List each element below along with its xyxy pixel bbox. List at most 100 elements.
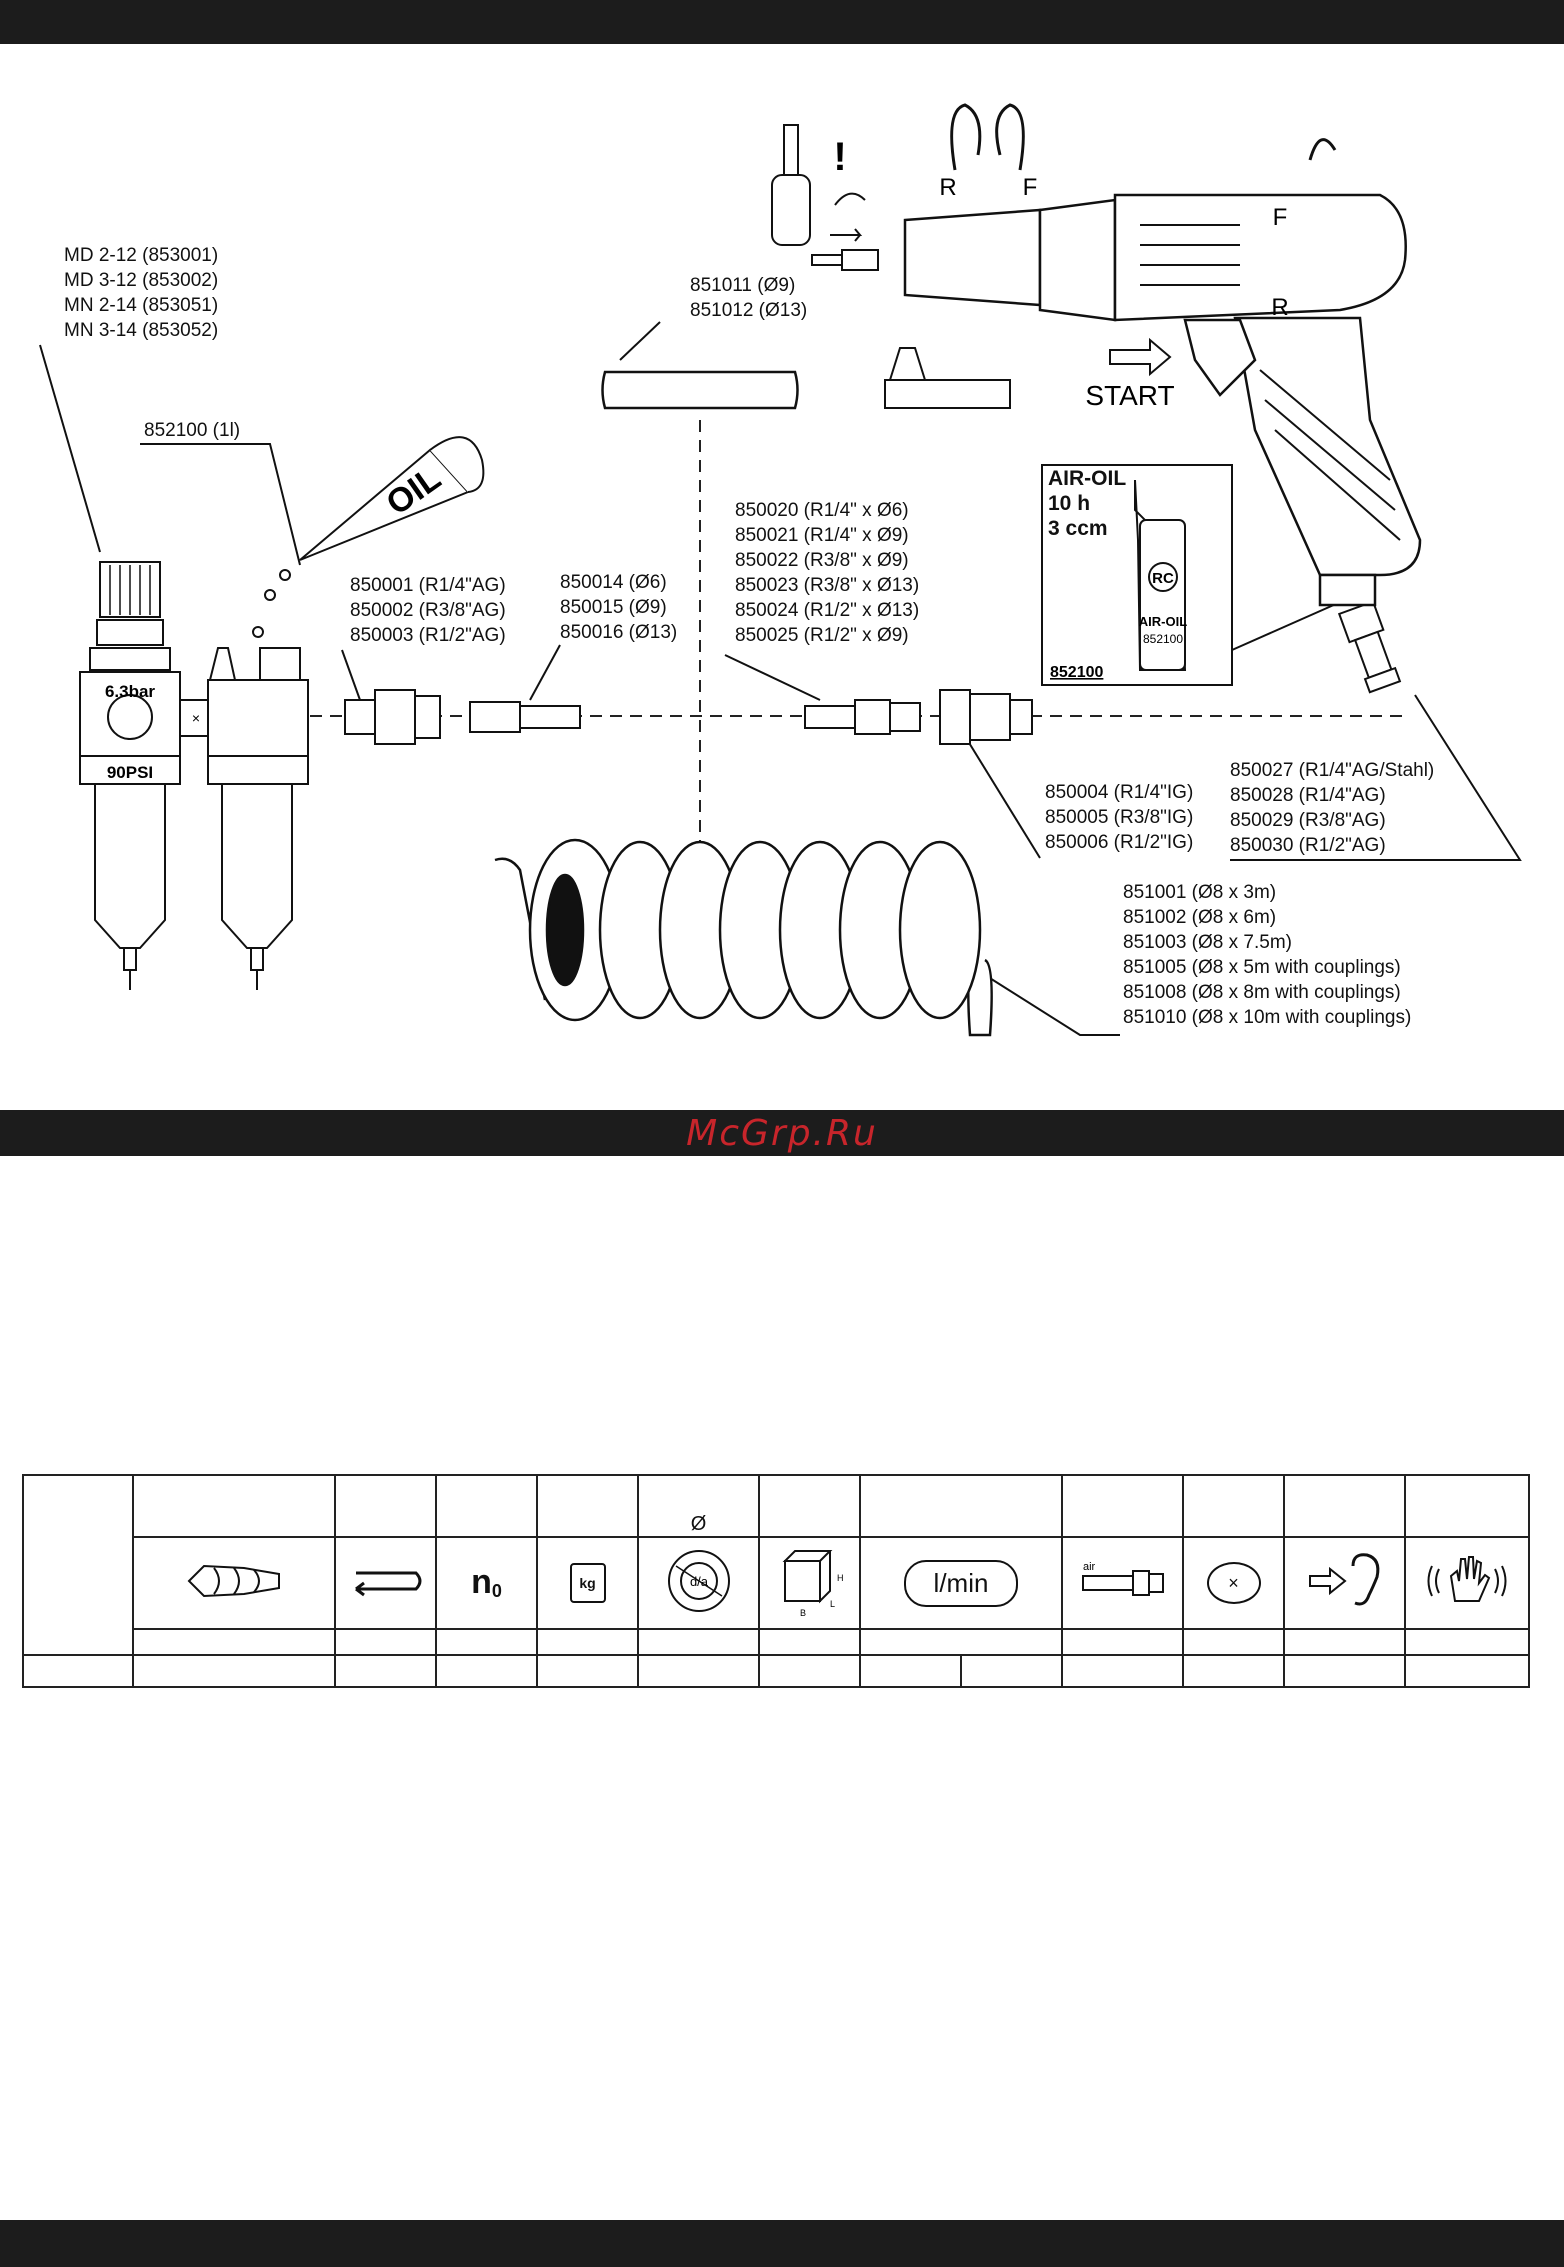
oil-can bbox=[252, 436, 485, 638]
flow-unit: l/min bbox=[933, 1567, 989, 1598]
coupler-ig-label: 850004 (R1/4"IG) bbox=[1045, 782, 1194, 803]
hose-nipple-label: 850016 (Ø13) bbox=[560, 622, 678, 643]
box-l-label: L bbox=[830, 1599, 835, 1609]
bottle-logo: RC bbox=[1152, 570, 1174, 587]
data-cell bbox=[536, 1654, 639, 1688]
plug-label: 850028 (R1/4"AG) bbox=[1230, 785, 1386, 806]
weight-icon: kg bbox=[569, 1563, 606, 1603]
coupler-ag bbox=[344, 689, 441, 745]
leader-sleeve bbox=[619, 321, 661, 361]
data-cell bbox=[435, 1654, 538, 1688]
hose-sleeve bbox=[601, 370, 799, 410]
air-label: air bbox=[1083, 1561, 1096, 1573]
weight-unit: kg bbox=[579, 1575, 596, 1591]
switch-r-label: R bbox=[1271, 294, 1288, 321]
regulator-label: MN 3-14 (853052) bbox=[64, 320, 219, 341]
coupler-ag-label: 850002 (R3/8"AG) bbox=[350, 600, 506, 621]
air-consumption-icon: l/min bbox=[903, 1559, 1019, 1607]
diameter-symbol: Ø bbox=[690, 1513, 707, 1535]
data-cell bbox=[859, 1654, 962, 1688]
gauge-bottom-label: 90PSI bbox=[107, 763, 153, 782]
x-mark: × bbox=[1228, 1573, 1239, 1593]
coupler-ag-label-group: 850001 (R1/4"AG) 850002 (R3/8"AG) 850003… bbox=[350, 573, 506, 648]
speed-symbol: n bbox=[471, 1563, 492, 1602]
nipple-thread-label-group: 850020 (R1/4" x Ø6) 850021 (R1/4" x Ø9) … bbox=[735, 498, 919, 648]
air-oil-title: AIR-OIL bbox=[1048, 467, 1127, 490]
vibration-icon-cell bbox=[1404, 1536, 1530, 1630]
nipple-thread-label: 850020 (R1/4" x Ø6) bbox=[735, 500, 909, 521]
data-cell bbox=[1283, 1654, 1406, 1688]
oil-label-group: 852100 (1l) bbox=[144, 418, 240, 443]
air-consumption-icon-cell: l/min bbox=[859, 1536, 1063, 1630]
gauge-top-label: 6.3bar bbox=[105, 682, 155, 701]
bottle-label: AIR-OIL bbox=[1139, 614, 1187, 629]
header-cell bbox=[758, 1474, 861, 1538]
package-size-icon: H L B bbox=[782, 1549, 844, 1618]
regulator-unit bbox=[79, 561, 309, 990]
coupler-ig-label: 850005 (R3/8"IG) bbox=[1045, 807, 1194, 828]
start-arrow bbox=[1109, 337, 1172, 377]
oil-label: 852100 (1l) bbox=[144, 420, 241, 441]
sleeve-label: 851011 (Ø9) bbox=[690, 275, 796, 296]
leader-oil bbox=[140, 443, 301, 566]
hose-label: 851010 (Ø8 x 10m with couplings) bbox=[1123, 1007, 1412, 1028]
box-b-label: B bbox=[800, 1608, 806, 1618]
weight-icon-cell: kg bbox=[536, 1536, 639, 1630]
header-cell bbox=[435, 1474, 538, 1538]
data-cell bbox=[637, 1654, 760, 1688]
box-h-label: H bbox=[837, 1573, 844, 1583]
hose-nipple-label: 850015 (Ø9) bbox=[560, 597, 667, 618]
unit-cell bbox=[859, 1628, 1063, 1656]
nipple-thread-label: 850025 (R1/2" x Ø9) bbox=[735, 625, 909, 646]
coupler-ig bbox=[939, 689, 1033, 745]
header-cell bbox=[1404, 1474, 1530, 1538]
leader-nipple-threads bbox=[724, 654, 821, 701]
header-cell bbox=[1061, 1474, 1184, 1538]
box-icon-cell: H L B bbox=[758, 1536, 861, 1630]
air-inlet-icon: air bbox=[1081, 1561, 1164, 1596]
chuck bbox=[903, 208, 1042, 307]
header-cell bbox=[334, 1474, 437, 1538]
unit-cell bbox=[536, 1628, 639, 1656]
unit-cell bbox=[1404, 1628, 1530, 1656]
leader-hose-nipples bbox=[529, 644, 561, 701]
leader-regulators bbox=[39, 344, 101, 553]
x-icon-cell: × bbox=[1182, 1536, 1285, 1630]
hose-label: 851008 (Ø8 x 8m with couplings) bbox=[1123, 982, 1401, 1003]
regulator-label: MN 2-14 (853051) bbox=[64, 295, 219, 316]
coupler-ag-label: 850001 (R1/4"AG) bbox=[350, 575, 506, 596]
drill-bit-icon bbox=[187, 1564, 280, 1597]
chuck-icon-cell: d/a bbox=[637, 1536, 760, 1630]
rotation-arrows bbox=[950, 103, 1025, 171]
speed-icon-cell: n0 bbox=[435, 1536, 538, 1630]
header-cell: Ø bbox=[637, 1474, 760, 1538]
handle bbox=[1233, 316, 1422, 577]
air-oil-box bbox=[1041, 464, 1233, 686]
drill-bit-icon-cell bbox=[132, 1536, 336, 1630]
hose-label: 851002 (Ø8 x 6m) bbox=[1123, 907, 1277, 928]
regulator-label-group: MD 2-12 (853001) MD 3-12 (853002) MN 2-1… bbox=[64, 243, 218, 343]
data-cell bbox=[1061, 1654, 1184, 1688]
data-cell bbox=[1404, 1654, 1530, 1688]
plug-label: 850030 (R1/2"AG) bbox=[1230, 835, 1386, 856]
data-cell bbox=[1182, 1654, 1285, 1688]
speed-subscript: 0 bbox=[491, 1581, 502, 1602]
unit-cell bbox=[334, 1628, 437, 1656]
sleeve-label-group: 851011 (Ø9) 851012 (Ø13) bbox=[690, 273, 807, 323]
nipple-thread-label: 850023 (R3/8" x Ø13) bbox=[735, 575, 920, 596]
bit-tool bbox=[771, 124, 879, 271]
noise-icon-cell bbox=[1283, 1536, 1406, 1630]
unit-cell bbox=[1182, 1628, 1285, 1656]
x-icon: × bbox=[1206, 1562, 1261, 1604]
data-cell bbox=[960, 1654, 1063, 1688]
air-inlet-icon-cell: air bbox=[1061, 1536, 1184, 1630]
hose-label: 851005 (Ø8 x 5m with couplings) bbox=[1123, 957, 1401, 978]
section-divider-bar bbox=[0, 1110, 1564, 1156]
plug-label: 850027 (R1/4"AG/Stahl) bbox=[1230, 760, 1435, 781]
data-cell bbox=[22, 1654, 134, 1688]
drill-tool bbox=[903, 193, 1422, 607]
rotation-r-label: R bbox=[939, 174, 956, 201]
spec-table: Ø n0 kg bbox=[22, 1474, 1530, 1688]
threaded-nipple bbox=[804, 699, 921, 735]
motor-housing bbox=[1113, 193, 1407, 322]
